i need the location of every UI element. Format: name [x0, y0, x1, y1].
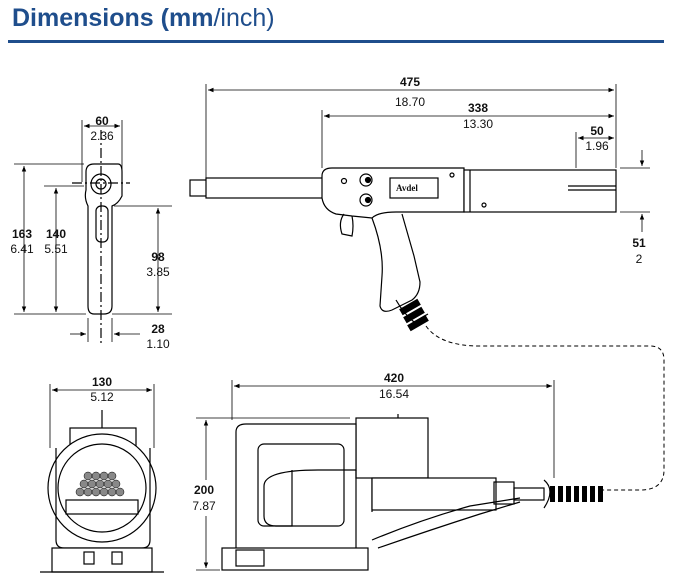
- side-view-intensifier-dimensions: [196, 380, 555, 571]
- dim-51-mm: 51: [632, 236, 646, 250]
- dim-200-mm: 200: [194, 483, 214, 497]
- dim-130-mm: 130: [92, 375, 112, 389]
- dim-420-inch: 16.54: [379, 387, 409, 401]
- side-view-dimension-lines: [205, 84, 650, 232]
- dim-163-inch: 6.41: [10, 242, 34, 256]
- front-view-dimension-lines: [14, 120, 172, 342]
- gun-front-view: [72, 130, 130, 345]
- dim-130-inch: 5.12: [90, 390, 114, 404]
- dim-98-inch: 3.85: [146, 265, 170, 279]
- dim-60-mm: 60: [95, 114, 109, 128]
- dim-60-inch: 2.36: [90, 129, 114, 143]
- front-view-130-dimension: [49, 384, 155, 448]
- intensifier-front-view: [40, 410, 164, 573]
- dim-338-inch: 13.30: [463, 117, 493, 131]
- title-bold: Dimensions: [12, 4, 154, 32]
- dim-338-mm: 338: [468, 101, 488, 115]
- brand-label: Avdel: [396, 183, 418, 193]
- intensifier-hose-spring: [550, 486, 603, 502]
- title-bold-unit: (mm: [160, 4, 214, 32]
- gun-side-view: [189, 167, 617, 323]
- dim-420-mm: 420: [384, 371, 404, 385]
- dim-140-inch: 5.51: [44, 242, 68, 256]
- dim-51-inch: 2: [636, 252, 643, 266]
- intensifier-front-grille: [75, 471, 125, 497]
- dim-28-inch: 1.10: [146, 337, 170, 351]
- title-rule: [8, 40, 664, 43]
- dim-200-inch: 7.87: [192, 499, 216, 513]
- dim-475-mm: 475: [400, 75, 420, 89]
- page-title: Dimensions (mm/inch): [12, 4, 275, 33]
- dim-50-mm: 50: [590, 124, 604, 138]
- gun-hose-spring: [399, 298, 429, 332]
- title-light-unit: /inch): [213, 4, 275, 32]
- dim-163-mm: 163: [12, 227, 32, 241]
- dim-28-mm: 28: [151, 322, 165, 336]
- air-hose-dashed: [425, 325, 665, 491]
- dim-140-mm: 140: [46, 227, 66, 241]
- dim-475-inch: 18.70: [395, 95, 425, 109]
- intensifier-side-view: [221, 414, 551, 571]
- dim-98-mm: 98: [151, 250, 165, 264]
- dim-50-inch: 1.96: [585, 139, 609, 153]
